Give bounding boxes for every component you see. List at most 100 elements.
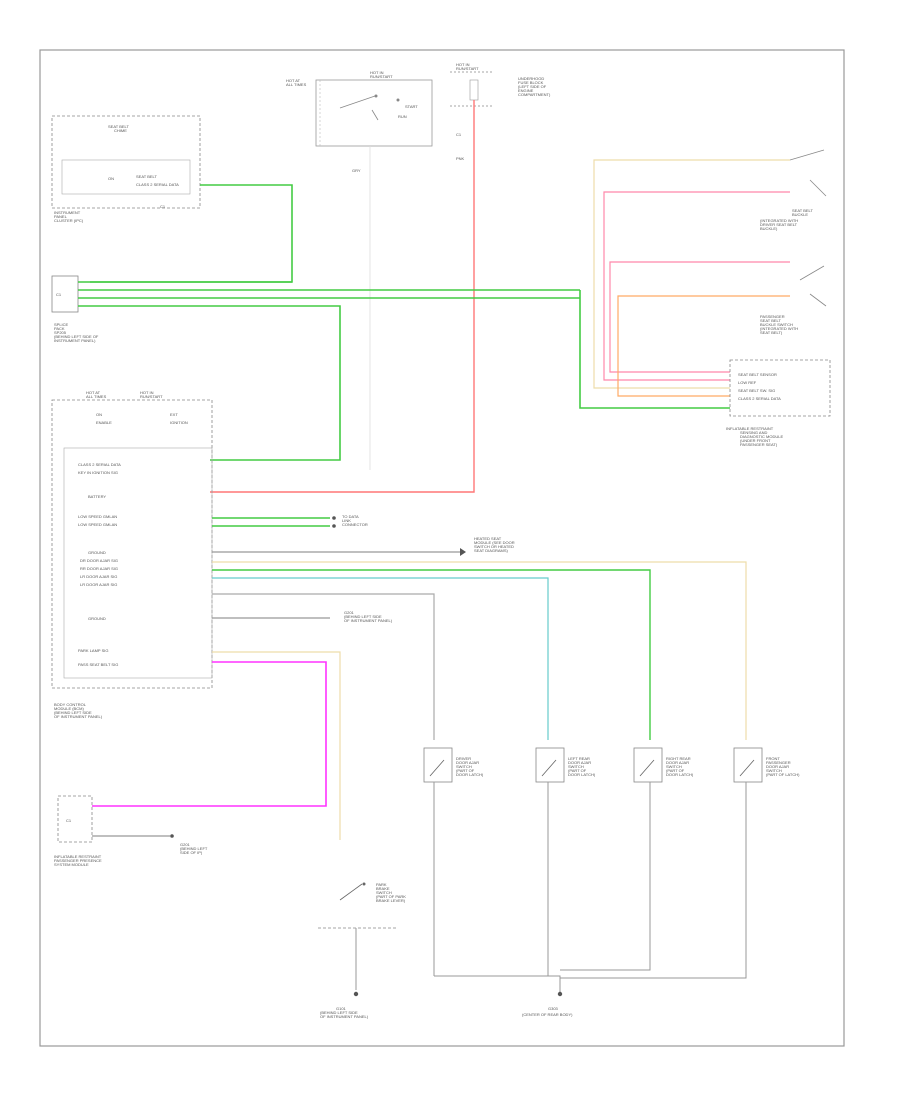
svg-text:(BEHIND LEFT SIDE: (BEHIND LEFT SIDE — [54, 710, 92, 715]
svg-text:ENABLE: ENABLE — [96, 420, 112, 425]
wire-green-long — [212, 569, 651, 740]
svg-text:PASSENGER: PASSENGER — [760, 314, 785, 319]
svg-text:SWITCH OR HEATED: SWITCH OR HEATED — [474, 544, 514, 549]
svg-text:CLASS 2 SERIAL DATA: CLASS 2 SERIAL DATA — [136, 182, 179, 187]
svg-text:BUCKLE SWITCH: BUCKLE SWITCH — [760, 322, 793, 327]
wire-gray-dr — [212, 593, 435, 740]
ground-bus — [434, 975, 561, 992]
svg-text:LOW REF: LOW REF — [738, 380, 757, 385]
svg-text:SEAT BELT: SEAT BELT — [760, 318, 781, 323]
svg-text:(PART OF: (PART OF — [666, 768, 685, 773]
svg-text:SEAT BELT SW. SIG: SEAT BELT SW. SIG — [738, 388, 775, 393]
wire-yellow-long — [212, 561, 747, 740]
svg-text:(BEHIND LEFT: (BEHIND LEFT — [180, 846, 208, 851]
svg-text:G201: G201 — [344, 610, 355, 615]
svg-text:FUSE BLOCK: FUSE BLOCK — [518, 80, 544, 85]
svg-text:BRAKE: BRAKE — [376, 886, 390, 891]
svg-text:SP205: SP205 — [54, 330, 67, 335]
svg-text:OF INSTRUMENT PANEL): OF INSTRUMENT PANEL) — [344, 618, 393, 623]
svg-text:SEAT BELT): SEAT BELT) — [760, 330, 783, 335]
svg-text:BRAKE LEVER): BRAKE LEVER) — [376, 898, 406, 903]
svg-text:RUN: RUN — [398, 114, 407, 119]
svg-text:PASSENGER SEAT): PASSENGER SEAT) — [740, 442, 778, 447]
svg-text:PASSENGER PRESENCE: PASSENGER PRESENCE — [54, 858, 102, 863]
svg-text:G303: G303 — [548, 1006, 559, 1011]
svg-text:DOOR AJAR: DOOR AJAR — [666, 760, 689, 765]
svg-text:BUCKLE: BUCKLE — [792, 212, 808, 217]
ground-g303: G303(CENTER OF REAR BODY) — [522, 991, 573, 1017]
wire-orange-right — [617, 295, 790, 397]
svg-text:INFLATABLE RESTRAINT: INFLATABLE RESTRAINT — [726, 426, 774, 431]
svg-text:TO DATA: TO DATA — [342, 514, 359, 519]
svg-text:CONNECTOR: CONNECTOR — [342, 522, 368, 527]
svg-text:C1: C1 — [66, 818, 72, 823]
svg-text:ON: ON — [108, 176, 114, 181]
wire-magenta — [92, 661, 327, 807]
svg-text:(INTEGRATED WITH: (INTEGRATED WITH — [760, 218, 798, 223]
svg-text:SEAT BELT: SEAT BELT — [136, 174, 157, 179]
svg-text:(LEFT SIDE OF: (LEFT SIDE OF — [518, 84, 547, 89]
svg-text:LR DOOR AJAR SIG: LR DOOR AJAR SIG — [80, 574, 117, 579]
svg-text:DOOR AJAR: DOOR AJAR — [456, 760, 479, 765]
wire-green-5 — [579, 290, 730, 409]
svg-text:GROUND: GROUND — [88, 616, 106, 621]
svg-text:PACK: PACK — [54, 326, 65, 331]
wire-yellow-right — [593, 159, 790, 389]
svg-text:BODY CONTROL: BODY CONTROL — [54, 702, 87, 707]
svg-text:INFLATABLE RESTRAINT: INFLATABLE RESTRAINT — [54, 854, 102, 859]
svg-text:GRY: GRY — [352, 168, 361, 173]
svg-text:HOT IN: HOT IN — [140, 390, 154, 395]
svg-text:SWITCH: SWITCH — [766, 768, 782, 773]
svg-text:HEATED SEAT: HEATED SEAT — [474, 536, 502, 541]
svg-text:(BEHIND LEFT SIDE: (BEHIND LEFT SIDE — [344, 614, 382, 619]
svg-text:MODULE (SEE DOOR: MODULE (SEE DOOR — [474, 540, 515, 545]
svg-text:KEY IN IGNITION SIG: KEY IN IGNITION SIG — [78, 470, 118, 475]
svg-text:SEAT BELT: SEAT BELT — [792, 208, 813, 213]
svg-text:SWITCH: SWITCH — [568, 764, 584, 769]
svg-text:INSTRUMENT PANEL): INSTRUMENT PANEL) — [54, 338, 96, 343]
svg-text:SENSING AND: SENSING AND — [740, 430, 767, 435]
svg-text:ALL TIMES: ALL TIMES — [286, 82, 307, 87]
svg-text:OF INSTRUMENT PANEL): OF INSTRUMENT PANEL) — [320, 1014, 369, 1019]
svg-text:FRONT: FRONT — [766, 756, 780, 761]
svg-text:HOT AT: HOT AT — [86, 390, 101, 395]
svg-text:START: START — [405, 104, 418, 109]
svg-text:MODULE (BCM): MODULE (BCM) — [54, 706, 84, 711]
svg-text:(INTEGRATED WITH: (INTEGRATED WITH — [760, 326, 798, 331]
svg-text:PARK LAMP SIG: PARK LAMP SIG — [78, 648, 109, 653]
svg-text:DOOR AJAR: DOOR AJAR — [766, 764, 789, 769]
svg-text:DOOR LATCH): DOOR LATCH) — [666, 772, 694, 777]
svg-text:DRIVER: DRIVER — [456, 756, 471, 761]
svg-text:DIAGNOSTIC MODULE: DIAGNOSTIC MODULE — [740, 434, 783, 439]
svg-text:CHIME: CHIME — [114, 128, 127, 133]
svg-text:EXT: EXT — [170, 412, 178, 417]
svg-text:RUN/START: RUN/START — [370, 74, 393, 79]
svg-text:SPLICE: SPLICE — [54, 322, 69, 327]
svg-text:INSTRUMENT: INSTRUMENT — [54, 210, 81, 215]
wire-green-ipc — [90, 184, 293, 283]
svg-text:(UNDER FRONT: (UNDER FRONT — [740, 438, 771, 443]
svg-text:DOOR LATCH): DOOR LATCH) — [568, 772, 596, 777]
svg-text:SEAT BELT SENSOR: SEAT BELT SENSOR — [738, 372, 777, 377]
svg-text:PASS SEAT BELT SIG: PASS SEAT BELT SIG — [78, 662, 118, 667]
svg-text:BATTERY: BATTERY — [88, 494, 106, 499]
wire-green-4 — [78, 305, 341, 461]
svg-text:SWITCH: SWITCH — [666, 764, 682, 769]
svg-text:DRIVER SEAT BELT: DRIVER SEAT BELT — [760, 222, 798, 227]
wire-pink-right — [603, 191, 790, 381]
svg-text:RUN/START: RUN/START — [140, 394, 163, 399]
svg-text:RUN/START: RUN/START — [456, 66, 479, 71]
svg-text:RIGHT REAR: RIGHT REAR — [666, 756, 691, 761]
svg-text:COMPARTMENT): COMPARTMENT) — [518, 92, 551, 97]
svg-text:(PART OF: (PART OF — [568, 768, 587, 773]
